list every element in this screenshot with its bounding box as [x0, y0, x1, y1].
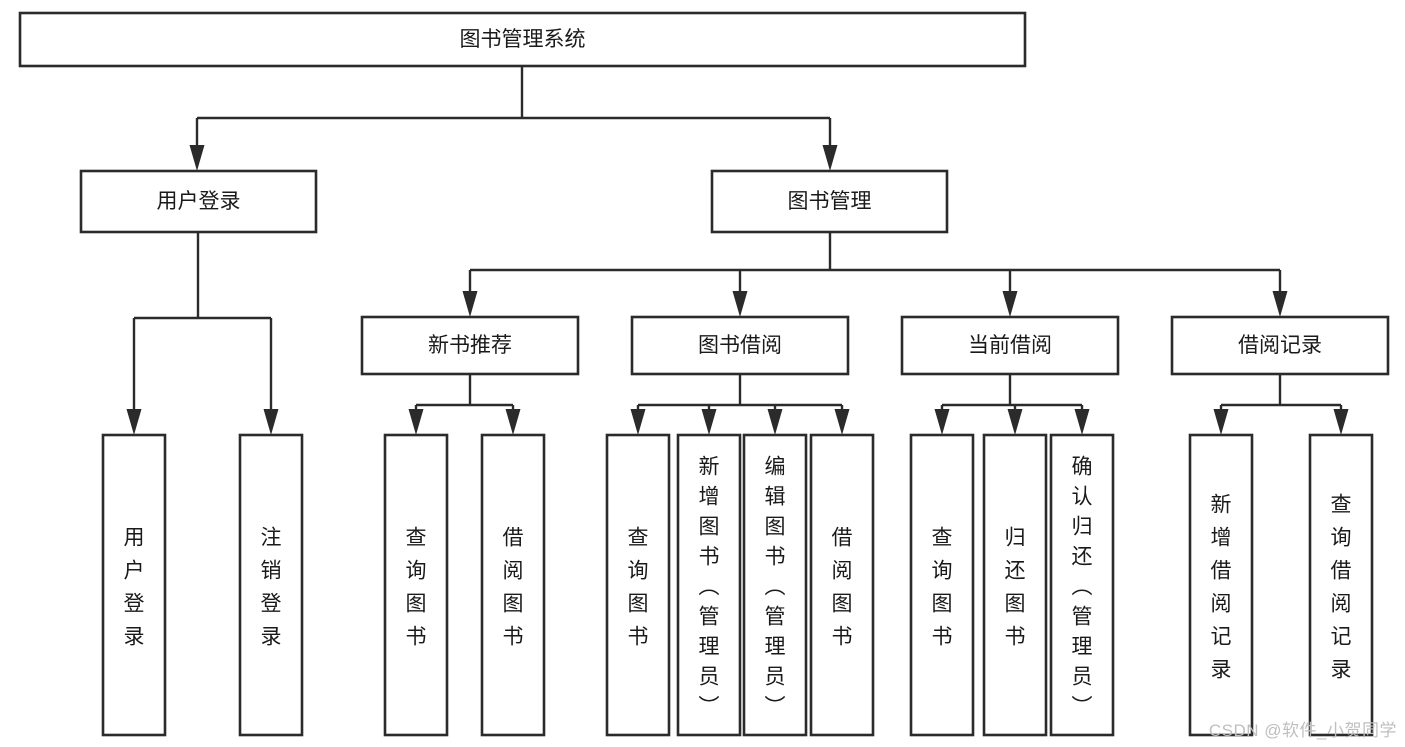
node-level3-0-label: 新书推荐 — [428, 334, 512, 357]
csdn-watermark: CSDN @软件_小贺同学 — [1208, 721, 1397, 740]
node-level2-1-label: 图书管理 — [788, 190, 872, 213]
group-1-drop-3-arrowhead — [834, 409, 850, 435]
node-leaf-12-label: 查询借阅记录 — [1331, 494, 1352, 682]
node-leaf-10[interactable]: 确认归还︵管理员︶ — [1049, 433, 1115, 737]
node-level3-2-label: 当前借阅 — [968, 334, 1052, 357]
node-level3-3[interactable]: 借阅记录 — [1170, 315, 1390, 376]
node-leaf-12[interactable]: 查询借阅记录 — [1308, 433, 1374, 737]
node-level2-1-box[interactable] — [710, 169, 949, 234]
node-leaf-0[interactable]: 用户登录 — [101, 433, 167, 737]
node-leaf-12-box[interactable] — [1308, 433, 1374, 737]
group-2-drop-1-arrowhead — [1007, 409, 1023, 435]
node-leaf-1-box[interactable] — [238, 433, 304, 737]
node-leaf-10-box[interactable] — [1049, 433, 1115, 737]
node-level3-0[interactable]: 新书推荐 — [360, 315, 580, 376]
node-leaf-0-label: 用户登录 — [124, 527, 145, 649]
node-leaf-5-label: 新增图书︵管理员︶ — [699, 455, 720, 718]
group-0-drop-1-arrowhead — [505, 409, 521, 435]
connector-layer — [126, 66, 1349, 435]
group-1-drop-0-arrowhead — [630, 409, 646, 435]
node-leaf-9-label: 归还图书 — [1005, 527, 1026, 649]
node-leaf-7-box[interactable] — [809, 433, 875, 737]
login-drop-0-arrowhead — [126, 409, 142, 435]
node-leaf-6-label: 编辑图书︵管理员︶ — [765, 455, 786, 718]
node-level2-1[interactable]: 图书管理 — [710, 169, 949, 234]
group-3-drop-1-arrowhead — [1333, 409, 1349, 435]
root-drop-1-arrowhead — [822, 145, 838, 171]
node-leaf-8[interactable]: 查询图书 — [909, 433, 975, 737]
node-leaf-0-box[interactable] — [101, 433, 167, 737]
node-level3-1-box[interactable] — [630, 315, 850, 376]
node-leaf-11[interactable]: 新增借阅记录 — [1188, 433, 1254, 737]
node-leaf-5-box[interactable] — [676, 433, 742, 737]
node-root-box[interactable] — [18, 11, 1027, 68]
node-root[interactable]: 图书管理系统 — [18, 11, 1027, 68]
node-leaf-10-label: 确认归还︵管理员︶ — [1072, 455, 1093, 718]
group-1-drop-1-arrowhead — [701, 409, 717, 435]
node-level3-1-label: 图书借阅 — [698, 334, 782, 357]
node-leaf-7[interactable]: 借阅图书 — [809, 433, 875, 737]
node-leaf-8-label: 查询图书 — [932, 527, 953, 649]
node-leaf-9-box[interactable] — [982, 433, 1048, 737]
node-leaf-11-label: 新增借阅记录 — [1211, 494, 1232, 682]
node-leaf-4-label: 查询图书 — [628, 527, 649, 649]
node-level3-2-box[interactable] — [900, 315, 1120, 376]
node-leaf-3[interactable]: 借阅图书 — [480, 433, 546, 737]
group-1-drop-2-arrowhead — [767, 409, 783, 435]
node-level3-0-box[interactable] — [360, 315, 580, 376]
node-leaf-2[interactable]: 查询图书 — [383, 433, 449, 737]
node-root-label: 图书管理系统 — [460, 28, 586, 51]
node-level2-0-box[interactable] — [79, 169, 318, 234]
node-leaf-8-box[interactable] — [909, 433, 975, 737]
group-2-drop-0-arrowhead — [934, 409, 950, 435]
root-drop-0-arrowhead — [189, 145, 205, 171]
node-leaf-4-box[interactable] — [605, 433, 671, 737]
manage-drop-3-arrowhead — [1272, 291, 1288, 317]
manage-drop-0-arrowhead — [462, 291, 478, 317]
group-3-drop-0-arrowhead — [1213, 409, 1229, 435]
node-leaf-3-box[interactable] — [480, 433, 546, 737]
node-level3-2[interactable]: 当前借阅 — [900, 315, 1120, 376]
node-leaf-1[interactable]: 注销登录 — [238, 433, 304, 737]
login-drop-1-arrowhead — [263, 409, 279, 435]
node-leaf-5[interactable]: 新增图书︵管理员︶ — [676, 433, 742, 737]
node-level3-3-box[interactable] — [1170, 315, 1390, 376]
node-leaf-11-box[interactable] — [1188, 433, 1254, 737]
node-layer: 图书管理系统用户登录图书管理新书推荐图书借阅当前借阅借阅记录用户登录注销登录查询… — [18, 11, 1390, 737]
node-level2-0[interactable]: 用户登录 — [79, 169, 318, 234]
node-leaf-2-box[interactable] — [383, 433, 449, 737]
node-leaf-1-label: 注销登录 — [261, 527, 282, 649]
node-leaf-9[interactable]: 归还图书 — [982, 433, 1048, 737]
node-leaf-3-label: 借阅图书 — [503, 527, 524, 649]
node-leaf-4[interactable]: 查询图书 — [605, 433, 671, 737]
node-level2-0-label: 用户登录 — [157, 190, 241, 213]
node-level3-1[interactable]: 图书借阅 — [630, 315, 850, 376]
node-leaf-7-label: 借阅图书 — [832, 527, 853, 649]
group-0-drop-0-arrowhead — [408, 409, 424, 435]
node-leaf-6[interactable]: 编辑图书︵管理员︶ — [742, 433, 808, 737]
group-2-drop-2-arrowhead — [1074, 409, 1090, 435]
node-leaf-2-label: 查询图书 — [406, 527, 427, 649]
manage-drop-2-arrowhead — [1002, 291, 1018, 317]
node-level3-3-label: 借阅记录 — [1238, 334, 1322, 357]
manage-drop-1-arrowhead — [732, 291, 748, 317]
node-leaf-6-box[interactable] — [742, 433, 808, 737]
